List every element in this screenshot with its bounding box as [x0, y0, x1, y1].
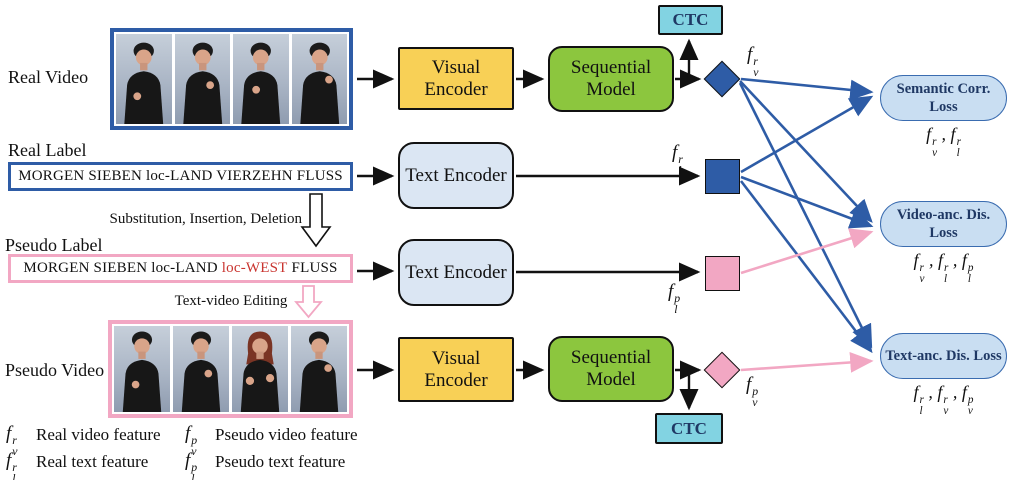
text-encoder-bottom: Text Encoder [398, 239, 514, 306]
visual-encoder-bottom: Visual Encoder [398, 337, 514, 402]
real-text-feature-marker [705, 159, 740, 194]
semantic-corr-loss-box: Semantic Corr. Loss [880, 75, 1007, 121]
real-label-box: MORGEN SIEBEN loc-LAND VIERZEHN FLUSS [8, 162, 353, 191]
video-frame [291, 326, 347, 412]
video-edit-note: Text-video Editing [174, 293, 288, 309]
pseudo-label-edited-word: loc-WEST [221, 260, 288, 276]
pseudo-label-box: MORGEN SIEBEN loc-LAND loc-WEST FLUSS [8, 254, 353, 283]
video-frame [233, 34, 289, 124]
pink-feature-links [740, 228, 874, 373]
real-label-text: MORGEN SIEBEN loc-LAND VIERZEHN FLUSS [18, 168, 343, 184]
sequential-model-bottom: Sequential Model [548, 336, 674, 402]
editing-block-arrow [294, 285, 323, 319]
legend-desc: Real text feature [36, 452, 149, 471]
label-edit-note: Substitution, Insertion, Deletion [109, 211, 303, 227]
video-frame [232, 326, 288, 412]
real-video-strip [110, 28, 353, 130]
blue-feature-links [738, 77, 874, 354]
video-frame [174, 34, 230, 124]
video-anchor-dis-loss-box: Video-anc. Dis. Loss [880, 201, 1007, 247]
video-frame [173, 326, 229, 412]
ctc-bottom: CTC [655, 413, 723, 444]
substitution-block-arrow [300, 193, 332, 248]
video-frame [114, 326, 170, 412]
text-anchor-dis-loss-box: Text-anc. Dis. Loss [880, 333, 1007, 379]
legend-desc: Real video feature [36, 425, 161, 444]
pseudo-label-prefix: MORGEN SIEBEN loc-LAND [23, 260, 218, 276]
legend-desc: Pseudo text feature [215, 452, 346, 471]
video-frame [291, 34, 347, 124]
legend-desc: Pseudo video feature [215, 425, 358, 444]
pseudo-video-row-label: Pseudo Video [5, 360, 105, 380]
real-label-row-label: Real Label [8, 140, 87, 160]
pseudo-label-suffix: FLUSS [291, 260, 338, 276]
real-video-row-label: Real Video [8, 67, 89, 87]
pseudo-text-feature-marker [705, 256, 740, 291]
pseudo-label-row-label: Pseudo Label [5, 235, 103, 255]
text-encoder-top: Text Encoder [398, 142, 514, 209]
sequential-model-top: Sequential Model [548, 46, 674, 112]
visual-encoder-top: Visual Encoder [398, 47, 514, 110]
video-frame [116, 34, 172, 124]
ctc-top: CTC [658, 5, 723, 35]
pseudo-video-strip [108, 320, 353, 418]
black-arrows [357, 38, 702, 411]
